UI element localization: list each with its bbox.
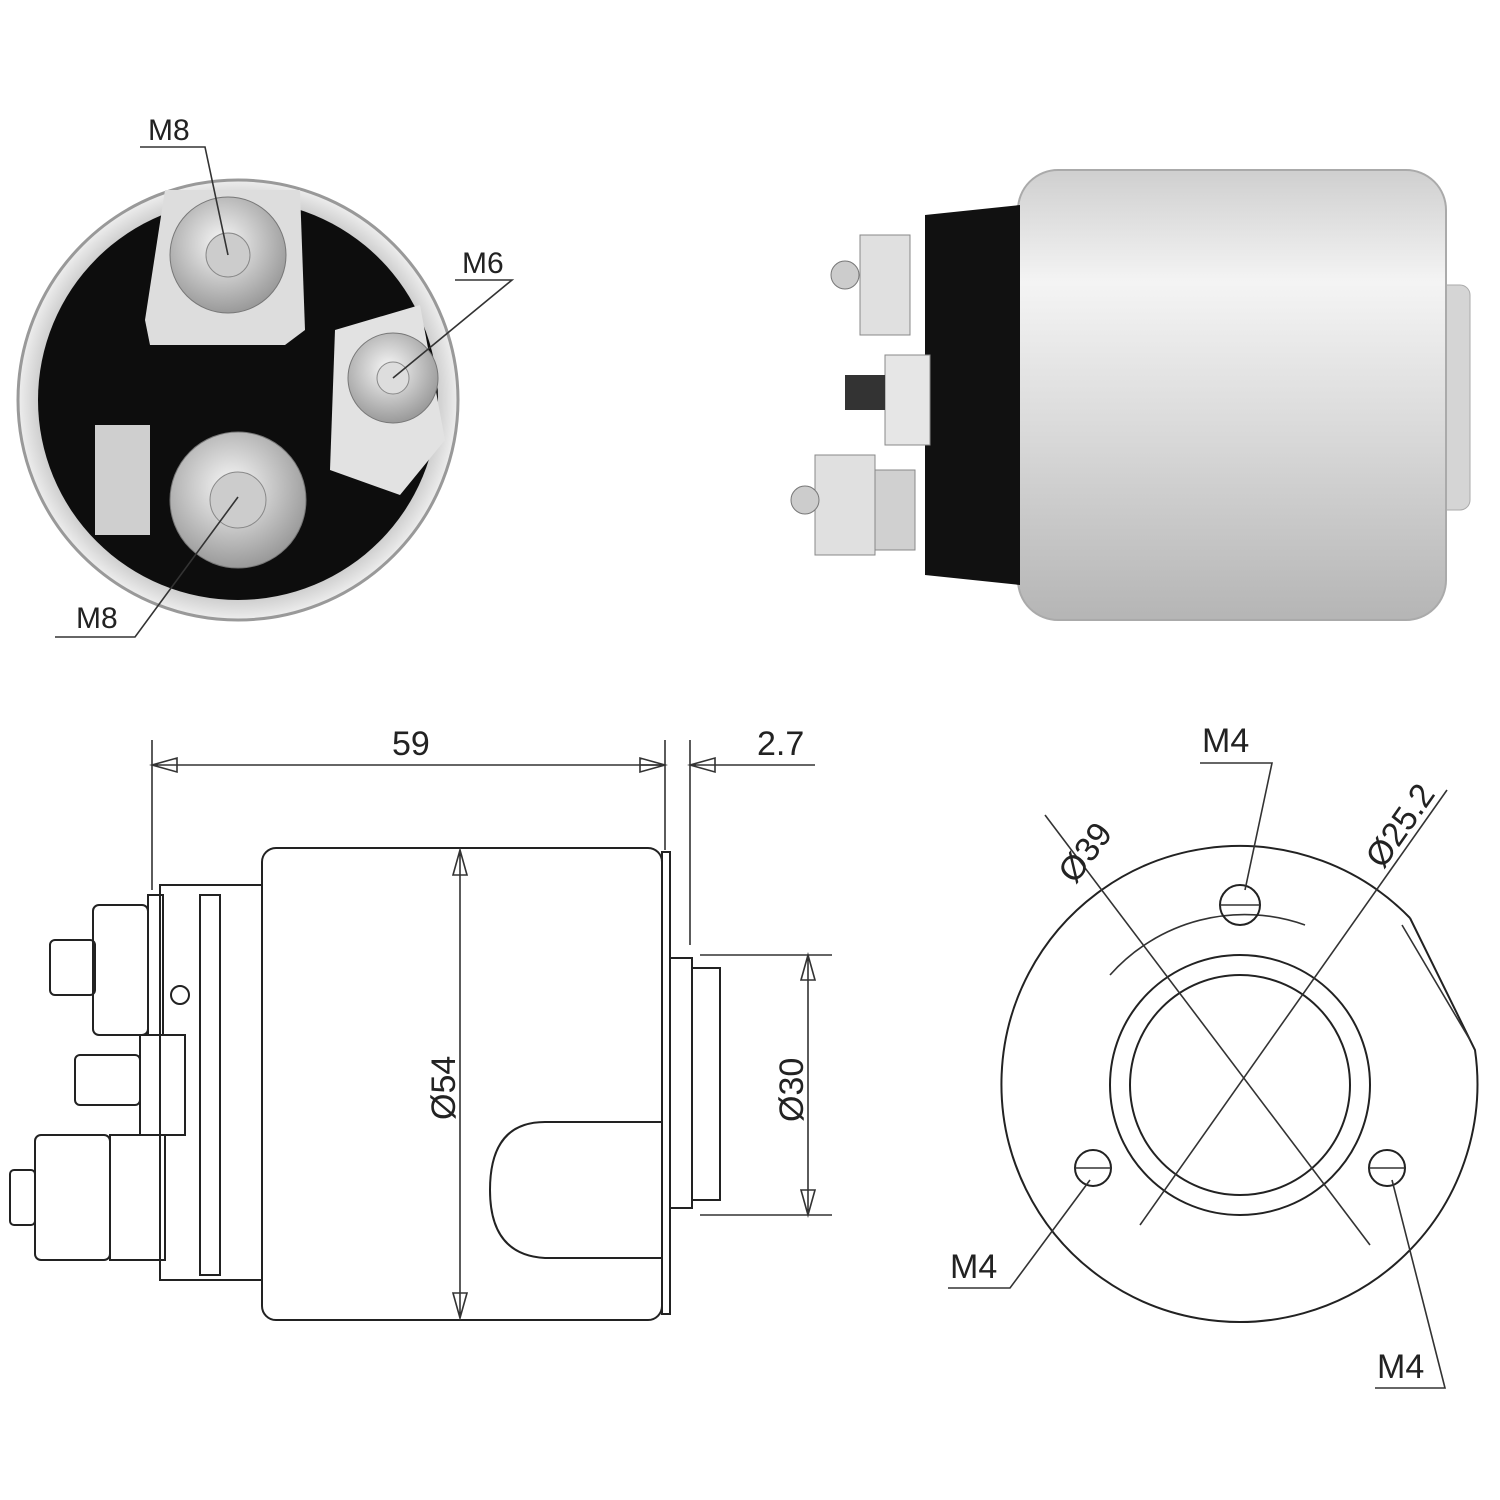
flange-outline: [1000, 845, 1479, 1323]
bracket: [95, 425, 150, 535]
dim-2-7: 2.7: [757, 725, 804, 763]
label-top-m4: M4: [1202, 722, 1249, 760]
dim-diameter-39: Ø39: [1051, 816, 1120, 890]
dim-diameter-30: Ø30: [773, 1058, 811, 1122]
terminal-cap: [925, 205, 1020, 585]
side-view-photo: [790, 169, 1471, 621]
end-view-photo: M8 M6 M8: [16, 114, 515, 638]
label-right-m4: M4: [1377, 1348, 1424, 1386]
end-dimension-drawing: Ø39 Ø25.2 M4 M4 M4: [948, 722, 1479, 1389]
dim-59: 59: [392, 725, 430, 763]
solenoid-body: [1017, 169, 1447, 621]
label-left-m4: M4: [950, 1248, 997, 1286]
side-dimension-drawing: 59 2.7 Ø54 Ø30: [9, 725, 832, 1321]
label-top-m8: M8: [148, 114, 190, 147]
dim-diameter-25-2: Ø25.2: [1358, 777, 1442, 875]
label-m6: M6: [462, 247, 504, 280]
label-bottom-m8: M8: [76, 602, 118, 635]
dim-diameter-54: Ø54: [425, 1056, 463, 1120]
